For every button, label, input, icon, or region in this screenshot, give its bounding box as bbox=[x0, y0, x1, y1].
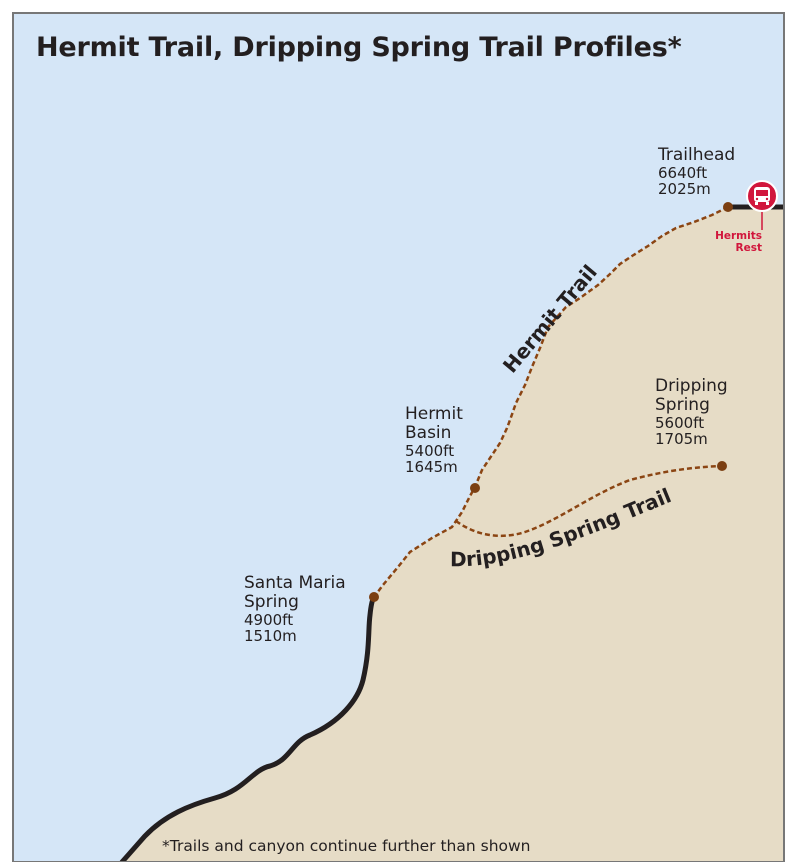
dripping-spring-name-line1: Dripping bbox=[655, 376, 728, 396]
page-title: Hermit Trail, Dripping Spring Trail Prof… bbox=[36, 32, 682, 63]
dripping-spring-label: Dripping Spring 5600ft 1705m bbox=[655, 376, 728, 448]
bus-stop-label: Hermits Rest bbox=[700, 230, 762, 254]
hermit-trail-line bbox=[373, 205, 729, 598]
santa-maria-elevation-m: 1510m bbox=[244, 627, 297, 645]
hermit-basin-point bbox=[470, 483, 480, 493]
hermit-basin-elevation-m: 1645m bbox=[405, 458, 458, 476]
bus-stop-label-line2: Rest bbox=[735, 242, 762, 254]
dripping-spring-trail-line bbox=[455, 464, 723, 538]
canyon-ground bbox=[122, 207, 784, 862]
dripping-spring-elevation-ft: 5600ft bbox=[655, 414, 705, 432]
hermit-basin-name-line2: Basin bbox=[405, 423, 452, 443]
trailhead-point bbox=[723, 202, 733, 212]
footnote: *Trails and canyon continue further than… bbox=[162, 837, 531, 855]
santa-maria-spring-point bbox=[369, 592, 379, 602]
santa-maria-elevation-ft: 4900ft bbox=[244, 611, 294, 629]
trailhead-label: Trailhead 6640ft 2025m bbox=[658, 145, 736, 198]
trailhead-elevation-ft: 6640ft bbox=[658, 164, 708, 182]
santa-maria-spring-label: Santa Maria Spring 4900ft 1510m bbox=[244, 573, 346, 645]
santa-maria-name-line1: Santa Maria bbox=[244, 573, 346, 593]
trailhead-name: Trailhead bbox=[658, 145, 736, 165]
hermit-basin-elevation-ft: 5400ft bbox=[405, 442, 455, 460]
dripping-spring-name-line2: Spring bbox=[655, 395, 710, 415]
hermit-basin-name-line1: Hermit bbox=[405, 404, 463, 424]
trailhead-elevation-m: 2025m bbox=[658, 180, 711, 198]
dripping-spring-elevation-m: 1705m bbox=[655, 430, 708, 448]
bus-stop-label-line1: Hermits bbox=[715, 230, 762, 242]
dripping-spring-point bbox=[717, 461, 727, 471]
santa-maria-name-line2: Spring bbox=[244, 592, 299, 612]
canyon-rim-lower bbox=[119, 594, 377, 865]
hermit-basin-label: Hermit Basin 5400ft 1645m bbox=[405, 404, 463, 476]
